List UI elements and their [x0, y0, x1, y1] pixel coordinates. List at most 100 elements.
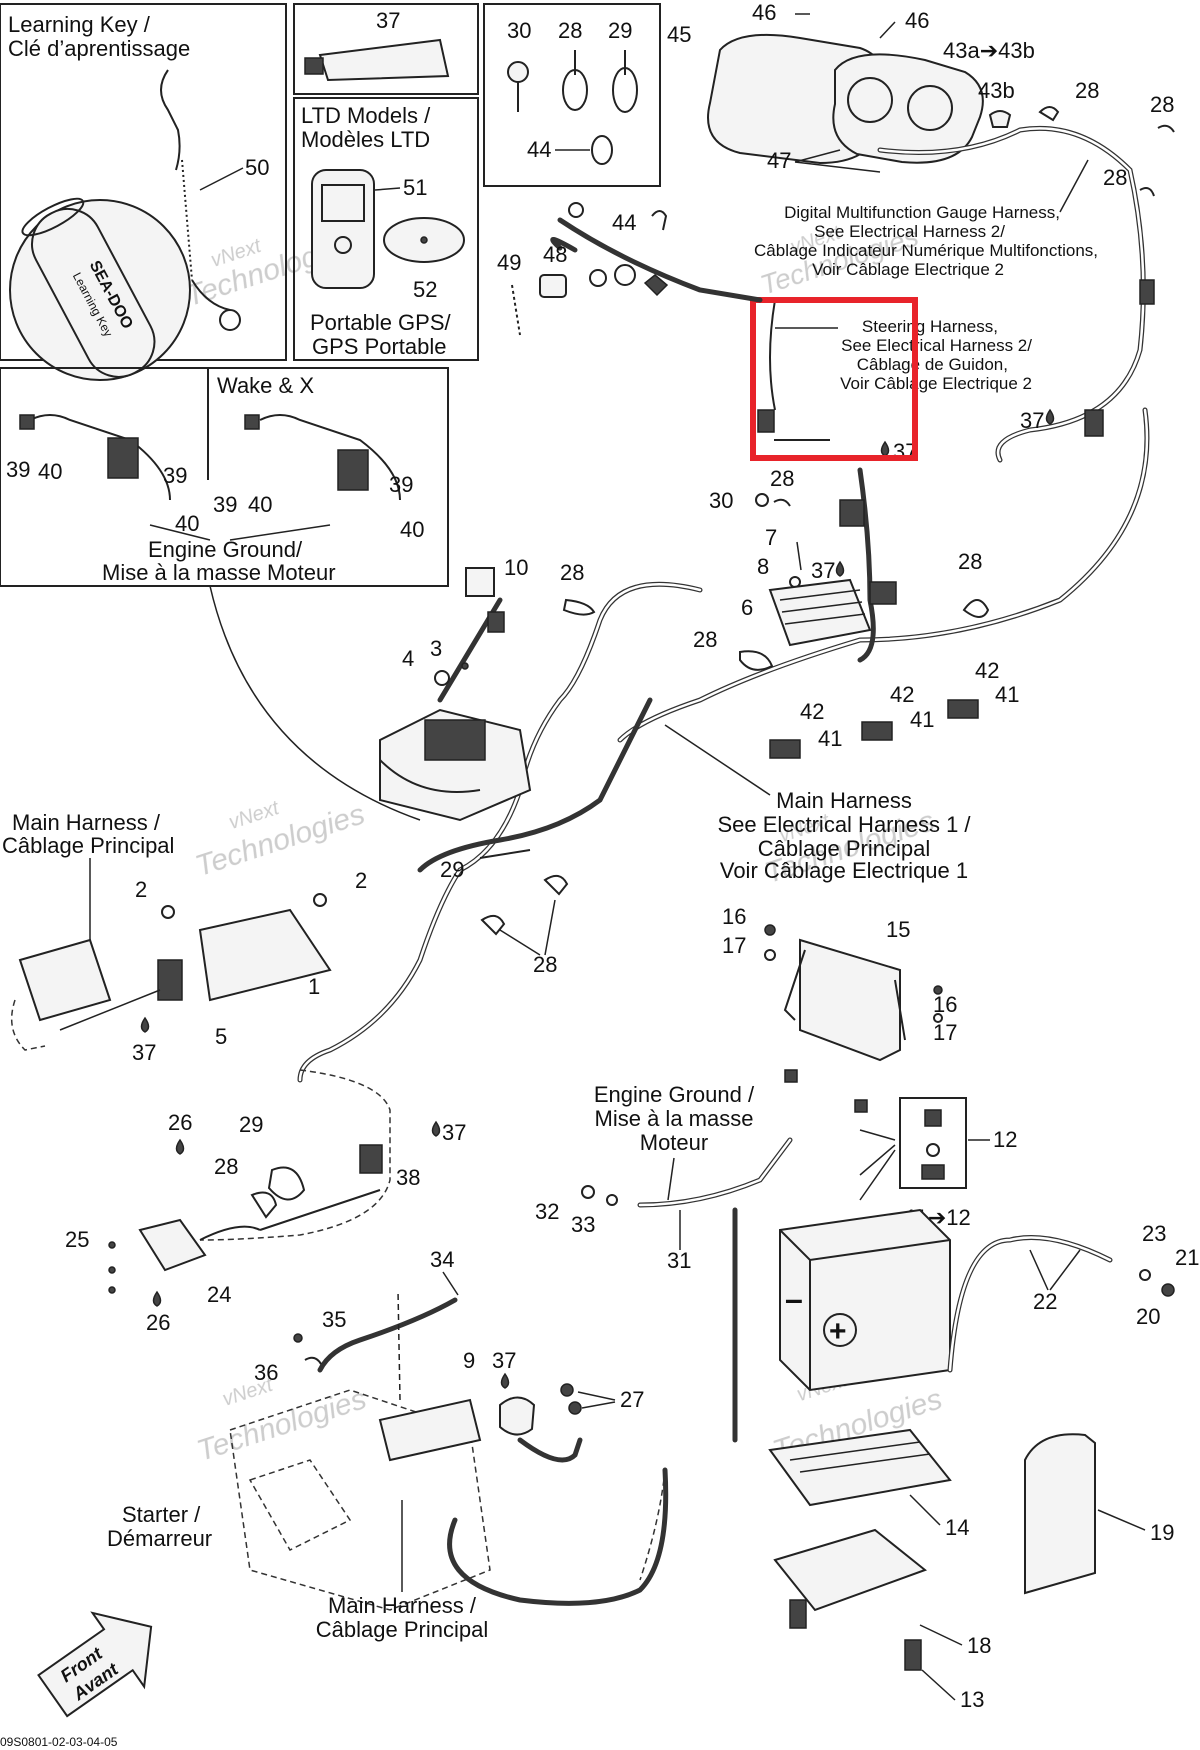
- hardware-box: [899, 1097, 967, 1189]
- harness-branch: [557, 217, 763, 303]
- ground-strap: [259, 414, 401, 501]
- portable-gps: [311, 169, 375, 289]
- arrow-shape: [37, 1611, 153, 1718]
- part-number-37: 37: [132, 1040, 156, 1065]
- part-number-45: 45: [667, 22, 691, 47]
- leader-line: [1097, 1509, 1146, 1531]
- callout-text: See Electrical Harness 2/: [841, 336, 1032, 355]
- regulator-6: [768, 578, 872, 647]
- part-number-46: 46: [905, 8, 929, 33]
- fuse-box-cover: [18, 938, 112, 1022]
- battery-minus: –: [785, 1281, 803, 1317]
- steering-harness-callout: Steering Harness, See Electrical Harness…: [750, 297, 1032, 464]
- sub-harness: [379, 759, 481, 793]
- callout-text: Moteur: [640, 1130, 708, 1155]
- clip-28: [962, 599, 990, 618]
- digital-gauge-harness-callout: Digital Multifunction Gauge Harness, See…: [754, 159, 1098, 279]
- gauge-sensor-43b: [988, 110, 1012, 128]
- connector: [1139, 279, 1155, 305]
- gauge-cluster: 45 46 46 43a➔43b 43b 47: [667, 0, 1035, 173]
- washer-23: [1139, 1269, 1151, 1281]
- right-harness-connector: 37: [1020, 279, 1155, 437]
- part-number-6: 6: [741, 595, 753, 620]
- part-number-32: 32: [535, 1199, 559, 1224]
- leader-line: [499, 899, 556, 956]
- harness-dashed: [199, 1069, 391, 1241]
- gps-screen: [321, 184, 365, 222]
- harness-branch: [550, 237, 578, 253]
- engine-ground-panels: Wake & X 39 40 39 40 39 40 39 40 Engine …: [0, 367, 449, 587]
- left-main-harness: Main Harness / Câblage Principal 2 2 1 5…: [2, 810, 367, 1065]
- sealant-drop-icon: [880, 440, 890, 457]
- callout-text: Starter /: [122, 1502, 201, 1527]
- part-number-29: 29: [608, 18, 632, 43]
- leader-line: [794, 149, 881, 173]
- part-number-31: 31: [667, 1248, 691, 1273]
- callout-text: Mise à la masse: [595, 1106, 754, 1131]
- battery-plus-ring: [823, 1313, 857, 1347]
- panel-border: [293, 97, 479, 361]
- terminal: [244, 414, 260, 430]
- clip-44: [591, 135, 613, 165]
- lower-left-parts: 26 29 28 37 38 25 24 26 34 35 36 9 37: [65, 1069, 669, 1642]
- callout-text: Engine Ground /: [594, 1082, 755, 1107]
- screw-35: [293, 1333, 303, 1343]
- part-number-35: 35: [322, 1307, 346, 1332]
- starter-cable: [517, 1437, 583, 1463]
- clip-36: [304, 1356, 322, 1365]
- part-number-9: 9: [463, 1348, 475, 1373]
- clip-44: [651, 210, 668, 231]
- learning-key-body: SEA-DOO Learning Key: [21, 197, 156, 378]
- part-number-42: 42: [890, 682, 914, 707]
- connector-38: [359, 1144, 383, 1174]
- part-number-5: 5: [215, 1024, 227, 1049]
- panel-caption: Mise à la masse Moteur: [102, 560, 336, 585]
- grommet: [614, 264, 636, 286]
- part-number-12: 12: [993, 1127, 1017, 1152]
- callout-text: Câblage Principal: [2, 833, 174, 858]
- part-number-28: 28: [693, 627, 717, 652]
- part-number-42: 42: [800, 699, 824, 724]
- part-number-23: 23: [1142, 1221, 1166, 1246]
- clip: [1038, 106, 1060, 122]
- part-number-25: 25: [65, 1227, 89, 1252]
- gauge-dial-left: [847, 77, 893, 123]
- battery-assembly: 12 11➔12 – + 22 23 21 20 14 18 13: [639, 1069, 1199, 1712]
- sealant-drop-icon: [431, 1120, 441, 1137]
- leader-line: [859, 1129, 896, 1201]
- panel-caption: Engine Ground/: [148, 537, 303, 562]
- part-number-43b: 43b: [978, 78, 1015, 103]
- sensor-lead: [199, 1225, 261, 1241]
- part-number-27: 27: [620, 1387, 644, 1412]
- part-number-24: 24: [207, 1282, 231, 1307]
- part-number-20: 20: [1136, 1304, 1160, 1329]
- top-right-clips: 28 28 28: [1038, 78, 1175, 197]
- sealant-tube-panel: 37: [293, 3, 479, 95]
- clip-28: [250, 1191, 278, 1219]
- clip: [773, 498, 791, 507]
- part-number-29: 29: [440, 857, 464, 882]
- part-number-34: 34: [430, 1247, 454, 1272]
- tray-ribs: [789, 1441, 931, 1473]
- part-number-47: 47: [767, 148, 791, 173]
- part-number-28: 28: [958, 549, 982, 574]
- callout-text: Main Harness: [776, 788, 912, 813]
- main-harness-bottom-cable: [447, 1467, 669, 1606]
- part-number-1: 1: [308, 974, 320, 999]
- leader-line: [374, 187, 401, 191]
- bolt-12: [924, 1109, 942, 1127]
- part-number-39: 39: [6, 457, 30, 482]
- part-number-43a-43b: 43a➔43b: [943, 38, 1035, 63]
- support-18: [773, 1528, 928, 1612]
- terminal-block: [337, 449, 369, 491]
- clip-28: [739, 650, 774, 671]
- connector-10: [465, 567, 495, 597]
- leader-line: [796, 541, 802, 571]
- part-number-37: 37: [376, 8, 400, 33]
- cable-tie-28: [562, 69, 588, 111]
- clip: [1139, 187, 1155, 197]
- gps-button: [334, 236, 352, 254]
- fuse-holder-48: [539, 274, 567, 298]
- sealant-tube: [318, 38, 450, 82]
